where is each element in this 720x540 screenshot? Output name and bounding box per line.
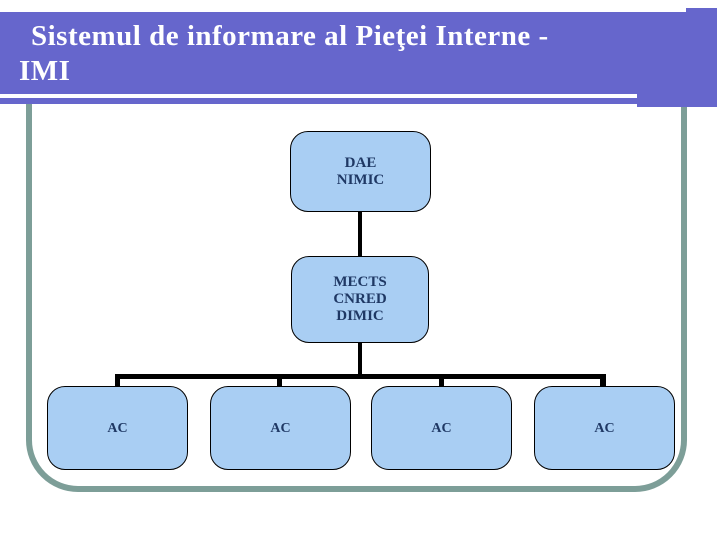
connector-branch-horizontal [115,374,606,379]
org-node-middle-line-2: CNRED [333,291,387,307]
org-node-middle: MECTS CNRED DIMIC [291,256,429,343]
title-bar [0,12,717,104]
org-node-root-line-2: NIMIC [336,171,385,188]
connector-drop-ac-1 [115,378,120,387]
slide-title: Sistemul de informare al Pieţei Interne … [18,19,678,89]
org-node-middle-line-1: MECTS [333,274,387,290]
title-bar-bottom-accent [637,98,717,107]
connector-middle-to-branch [358,341,362,376]
org-node-ac-1-label: AC [107,420,128,436]
org-node-ac-4: AC [534,386,675,470]
org-node-ac-3-label: AC [431,420,452,436]
slide-title-line-2: IMI [19,55,71,87]
title-underline [0,94,637,98]
connector-root-to-middle [358,210,362,258]
slide-title-line-1: Sistemul de informare al Pieţei Interne … [31,20,549,52]
connector-drop-ac-2 [277,378,282,387]
org-node-ac-2: AC [210,386,351,470]
org-node-root: DAE NIMIC [290,131,431,212]
connector-drop-ac-3 [439,378,444,387]
title-bar-right-accent [686,8,717,107]
org-node-ac-1: AC [47,386,188,470]
org-node-ac-4-label: AC [594,420,615,436]
org-node-ac-3: AC [371,386,512,470]
org-node-root-line-1: DAE [344,154,377,171]
org-node-ac-2-label: AC [270,420,291,436]
connector-drop-ac-4 [600,378,606,387]
org-node-middle-line-3: DIMIC [336,308,384,324]
